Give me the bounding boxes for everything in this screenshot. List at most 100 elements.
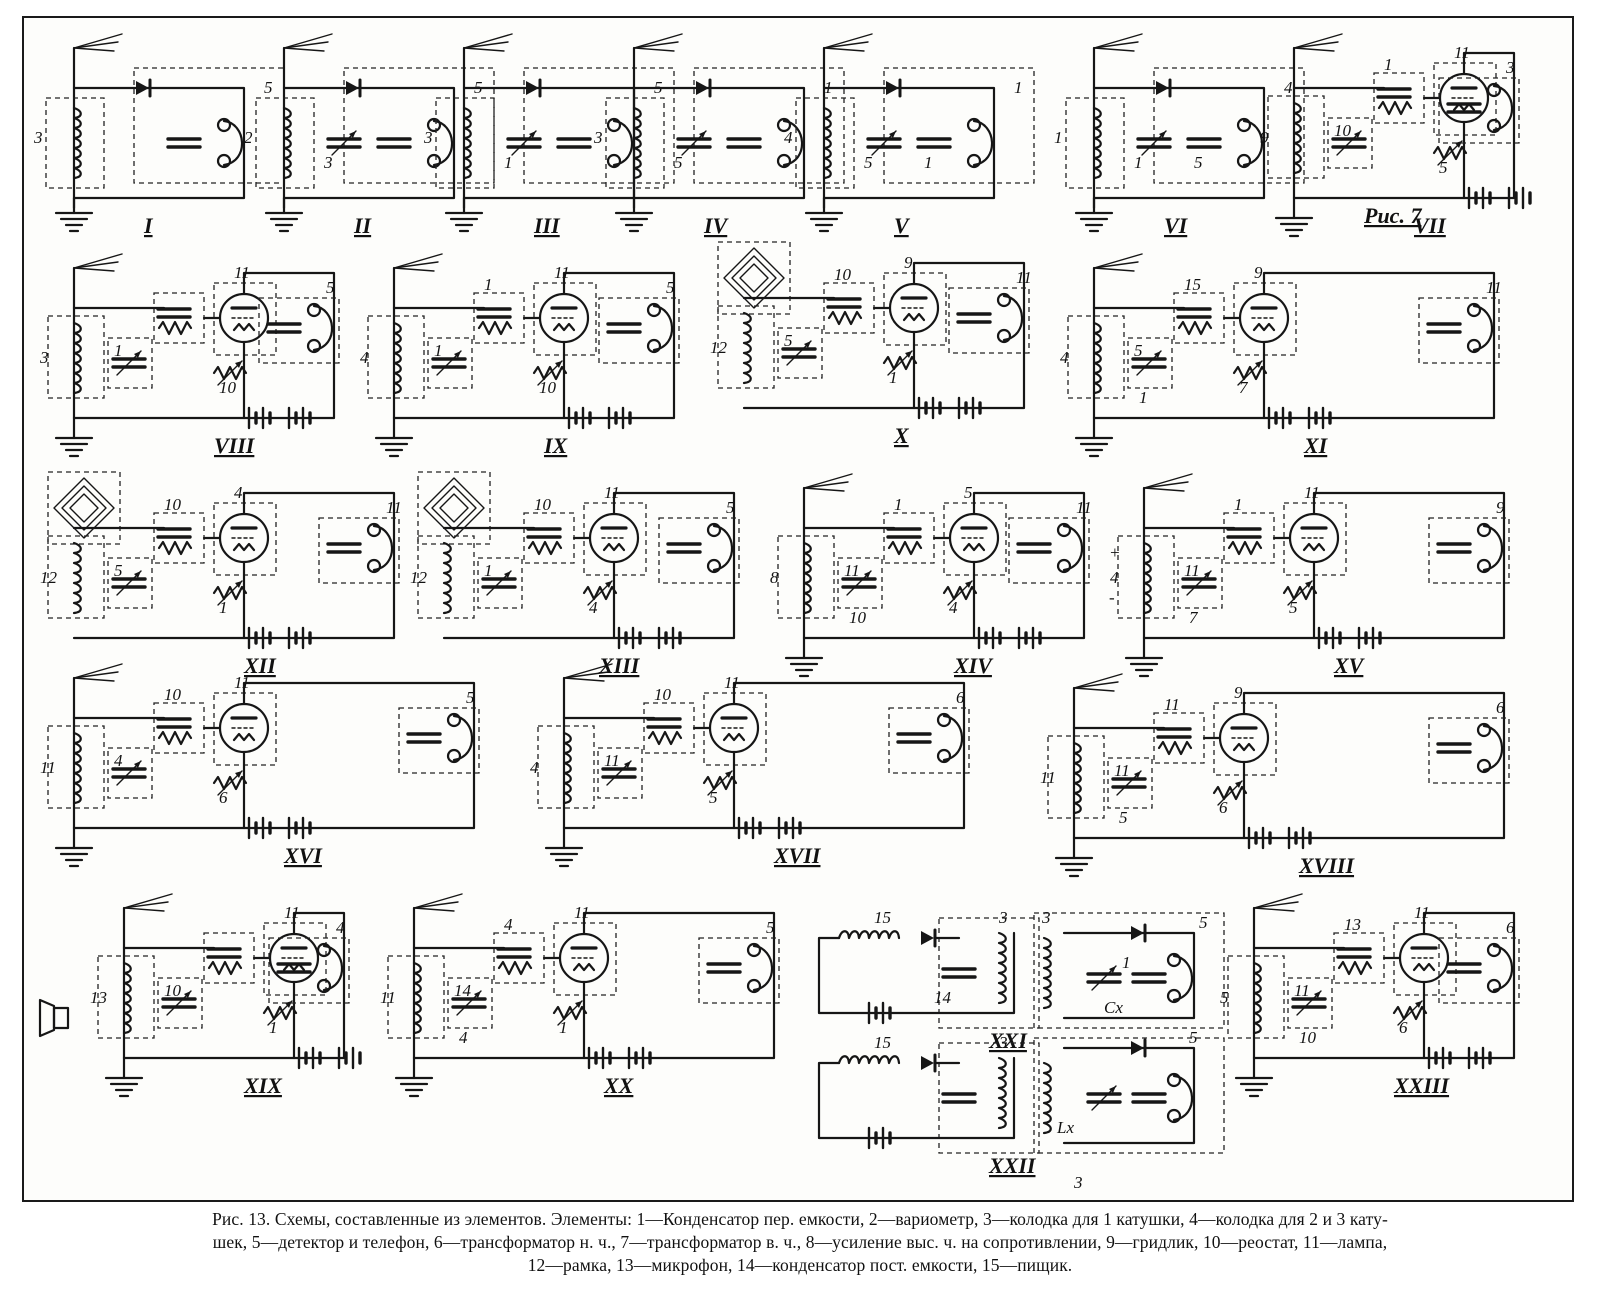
scheme-roman-label: XX bbox=[603, 1073, 635, 1098]
antenna-symbol bbox=[72, 32, 124, 90]
antenna-symbol bbox=[1092, 252, 1144, 310]
wire bbox=[392, 271, 676, 420]
wire bbox=[1062, 931, 1196, 1020]
schematics-plate: I35II253III351IV315V4151VI1415VII9113105… bbox=[33, 32, 1532, 1192]
element-number-label: 11 bbox=[844, 561, 860, 580]
element-number-label: 11 bbox=[1164, 695, 1180, 714]
element-block bbox=[133, 67, 285, 184]
element-number-label: 3 bbox=[1073, 1173, 1083, 1192]
capacitor-symbol bbox=[406, 732, 442, 744]
diode-symbol bbox=[344, 78, 362, 98]
element-number-label: 4 bbox=[784, 128, 793, 147]
element-number-label: 10 bbox=[1299, 1028, 1317, 1047]
telephone-symbol bbox=[446, 712, 474, 764]
ground-symbol bbox=[1074, 211, 1114, 233]
scheme-roman-label: II bbox=[353, 213, 373, 238]
element-block bbox=[427, 337, 473, 389]
element-number-label: 11 bbox=[1114, 761, 1130, 780]
element-block bbox=[698, 937, 780, 1004]
element-block bbox=[318, 517, 400, 584]
grid-leak-capacitor-symbol bbox=[826, 297, 862, 309]
telephone-symbol bbox=[966, 117, 994, 169]
grid-leak-resistor-symbol bbox=[1177, 320, 1213, 336]
element-number-label: 3 bbox=[1505, 58, 1515, 77]
capacitor-symbol bbox=[166, 137, 202, 149]
element-number-label: 11 bbox=[604, 751, 620, 770]
element-number-label: 9 bbox=[904, 253, 913, 272]
capacitor-symbol bbox=[1426, 322, 1462, 334]
element-number-label: 3 bbox=[33, 128, 43, 147]
element-block bbox=[1065, 97, 1125, 189]
vacuum-tube-symbol bbox=[538, 292, 590, 344]
element-block bbox=[447, 977, 493, 1029]
buzzer-coil-symbol bbox=[837, 930, 901, 940]
telephone-symbol bbox=[316, 942, 344, 994]
ground-symbol bbox=[1074, 436, 1114, 458]
telephone-symbol bbox=[706, 522, 734, 574]
element-block bbox=[1438, 77, 1520, 144]
scheme-roman-label: XII bbox=[243, 653, 277, 678]
element-number-label: 5 bbox=[114, 561, 123, 580]
grid-leak-resistor-symbol bbox=[887, 540, 923, 556]
element-number-label: 1 bbox=[269, 1018, 278, 1037]
element-number-label: 13 bbox=[90, 988, 107, 1007]
wire bbox=[1092, 271, 1496, 420]
grid-leak-resistor-symbol bbox=[527, 540, 563, 556]
antenna-symbol bbox=[72, 662, 124, 720]
ground-symbol bbox=[784, 656, 824, 678]
element-number-label: 5 bbox=[726, 498, 735, 517]
element-number-label: 3 bbox=[423, 128, 433, 147]
ground-symbol bbox=[104, 1076, 144, 1098]
element-block bbox=[1287, 977, 1333, 1029]
microphone-symbol bbox=[38, 998, 70, 1038]
element-number-label: 5 bbox=[326, 278, 335, 297]
diode-symbol bbox=[919, 928, 937, 948]
wire bbox=[1072, 691, 1506, 840]
grid-leak-resistor-symbol bbox=[157, 730, 193, 746]
coil-symbol bbox=[742, 311, 752, 385]
element-block bbox=[107, 747, 153, 799]
buzzer-coil-symbol bbox=[837, 1055, 901, 1065]
element-number-label: 5 bbox=[1220, 988, 1229, 1007]
element-block bbox=[367, 315, 425, 399]
coil-symbol bbox=[442, 541, 452, 615]
element-block bbox=[693, 67, 845, 184]
antenna-symbol bbox=[72, 252, 124, 310]
element-number-label: 5 bbox=[264, 78, 273, 97]
grid-leak-resistor-symbol bbox=[157, 320, 193, 336]
element-number-label: 4 bbox=[234, 483, 243, 502]
element-number-label: 4 bbox=[504, 915, 513, 934]
grid-leak-capacitor-symbol bbox=[1176, 307, 1212, 319]
vacuum-tube-symbol bbox=[1398, 932, 1450, 984]
grid-leak-capacitor-symbol bbox=[646, 717, 682, 729]
element-number-label: 11 bbox=[1414, 903, 1430, 922]
element-block bbox=[398, 707, 480, 774]
coil-symbol bbox=[1042, 936, 1052, 1010]
element-block bbox=[948, 287, 1030, 354]
element-number-label: 11 bbox=[1454, 43, 1470, 62]
caption-line-1: Рис. 13. Схемы, составленные из элементо… bbox=[212, 1209, 1388, 1229]
element-number-label: 11 bbox=[40, 758, 56, 777]
capacitor-symbol bbox=[1016, 542, 1052, 554]
wire bbox=[562, 681, 966, 830]
antenna-symbol bbox=[1292, 32, 1344, 90]
element-number-label: 4 bbox=[589, 598, 598, 617]
element-number-label: 10 bbox=[534, 495, 552, 514]
element-block bbox=[1153, 67, 1305, 184]
element-number-label: 3 bbox=[323, 153, 333, 172]
wire bbox=[1092, 86, 1266, 200]
grid-leak-resistor-symbol bbox=[1377, 100, 1413, 116]
plus-sign-label: + bbox=[1109, 543, 1120, 562]
caption-line-2: шек, 5—детектор и телефон, 6—трансформат… bbox=[212, 1232, 1388, 1252]
element-number-label: 4 bbox=[360, 348, 369, 367]
scheme-roman-label: XVI bbox=[283, 843, 323, 868]
scheme-roman-label: I bbox=[143, 213, 154, 238]
grid-leak-resistor-symbol bbox=[477, 320, 513, 336]
wire bbox=[442, 491, 736, 640]
wire bbox=[1252, 911, 1516, 1060]
scheme-roman-label: XVII bbox=[773, 843, 822, 868]
